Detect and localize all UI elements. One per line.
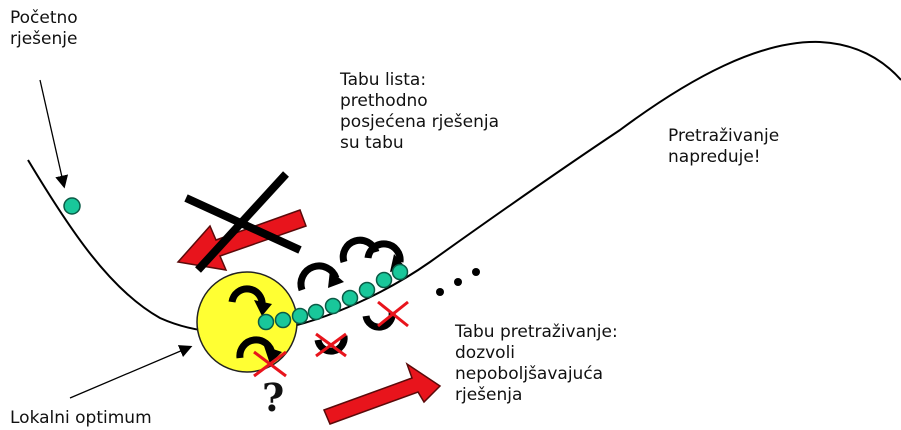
local-optimum-pointer-arrow bbox=[69, 345, 193, 399]
initial-solution-node bbox=[63, 197, 81, 215]
tabu-list-label-line: Tabu lista: bbox=[340, 70, 427, 90]
tabu-search-label: Tabu pretraživanje: dozvoli nepoboljšava… bbox=[455, 322, 618, 406]
search-progress-label-line: napreduje! bbox=[668, 147, 761, 167]
forward-arrow-icon bbox=[322, 362, 442, 425]
tabu-x-icon bbox=[253, 300, 409, 378]
x-cross-icon bbox=[184, 171, 302, 273]
ellipsis-dots bbox=[436, 268, 480, 296]
tabu-list-label-line: su tabu bbox=[340, 133, 404, 153]
initial-solution-label: Početno rješenje bbox=[10, 8, 78, 50]
question-mark: ? bbox=[262, 375, 285, 420]
start-pointer-arrow bbox=[39, 79, 69, 189]
tabu-search-label-line: rješenja bbox=[455, 385, 523, 405]
circular-arrow-head bbox=[328, 270, 344, 288]
circular-arrow-head bbox=[264, 346, 282, 364]
tabu-list-label-line: posjećena rješenja bbox=[340, 112, 500, 132]
objective-curve bbox=[27, 40, 901, 334]
tabu-search-label-line: Tabu pretraživanje: bbox=[455, 322, 618, 342]
circular-arrow-icon bbox=[297, 236, 404, 355]
circular-arrow-head bbox=[254, 300, 272, 316]
visited-solution-nodes bbox=[257, 263, 409, 331]
search-progress-label: Pretraživanje napreduje! bbox=[668, 126, 779, 168]
tabu-search-label-line: dozvoli bbox=[455, 343, 516, 363]
initial-solution-label-line: rješenje bbox=[10, 29, 78, 49]
initial-solution-label-line: Početno bbox=[10, 8, 78, 28]
local-optimum-label: Lokalni optimum bbox=[10, 408, 152, 428]
tabu-search-label-line: nepoboljšavajuća bbox=[455, 364, 604, 384]
search-progress-label-line: Pretraživanje bbox=[668, 126, 780, 146]
tabu-list-label: Tabu lista: prethodno posjećena rješenja… bbox=[340, 70, 499, 154]
tabu-list-label-line: prethodno bbox=[340, 91, 428, 111]
